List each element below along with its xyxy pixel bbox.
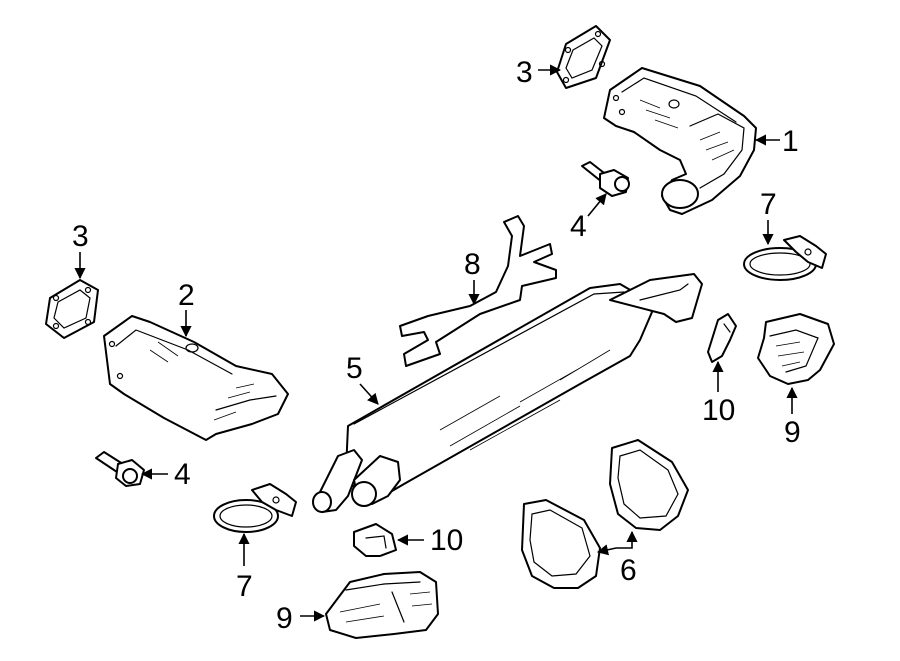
callout-8: 8 bbox=[464, 248, 481, 281]
tailpipe-tip-lower bbox=[325, 571, 439, 639]
callout-7-lower: 7 bbox=[236, 570, 253, 603]
callout-2: 2 bbox=[178, 279, 195, 312]
callout-9-right: 9 bbox=[784, 416, 801, 449]
callout-7-right: 7 bbox=[760, 188, 777, 221]
leader-lines bbox=[74, 64, 798, 622]
bracket-lower bbox=[353, 523, 397, 557]
catalytic-converter-left bbox=[103, 315, 289, 441]
bolt-upper bbox=[581, 161, 630, 197]
callout-4-upper: 4 bbox=[570, 210, 587, 243]
callout-10-right: 10 bbox=[702, 394, 735, 427]
tailpipe-tip-right bbox=[757, 313, 835, 385]
hanger-bracket bbox=[399, 215, 557, 367]
gasket-upper bbox=[556, 25, 611, 89]
catalytic-converter-upper bbox=[603, 67, 757, 215]
callout-labels: 1 2 3 3 4 4 5 6 7 7 8 9 9 10 10 bbox=[72, 56, 801, 635]
callout-3-left: 3 bbox=[72, 220, 89, 253]
bolt-lower bbox=[95, 451, 145, 487]
clamp-right bbox=[743, 235, 827, 281]
muffler-assembly bbox=[312, 273, 703, 513]
tailpipe-trim-lower bbox=[521, 499, 601, 589]
callout-1: 1 bbox=[782, 125, 799, 158]
tailpipe-trim-upper bbox=[609, 439, 689, 531]
callout-10-lower: 10 bbox=[430, 524, 463, 557]
bracket-right bbox=[707, 313, 737, 363]
callout-5: 5 bbox=[346, 352, 363, 385]
callout-6: 6 bbox=[620, 554, 637, 587]
callout-3-upper: 3 bbox=[516, 56, 533, 89]
gasket-left bbox=[45, 279, 99, 339]
clamp-lower bbox=[213, 483, 297, 533]
callout-9-lower: 9 bbox=[276, 602, 293, 635]
callout-4-lower: 4 bbox=[174, 458, 191, 491]
